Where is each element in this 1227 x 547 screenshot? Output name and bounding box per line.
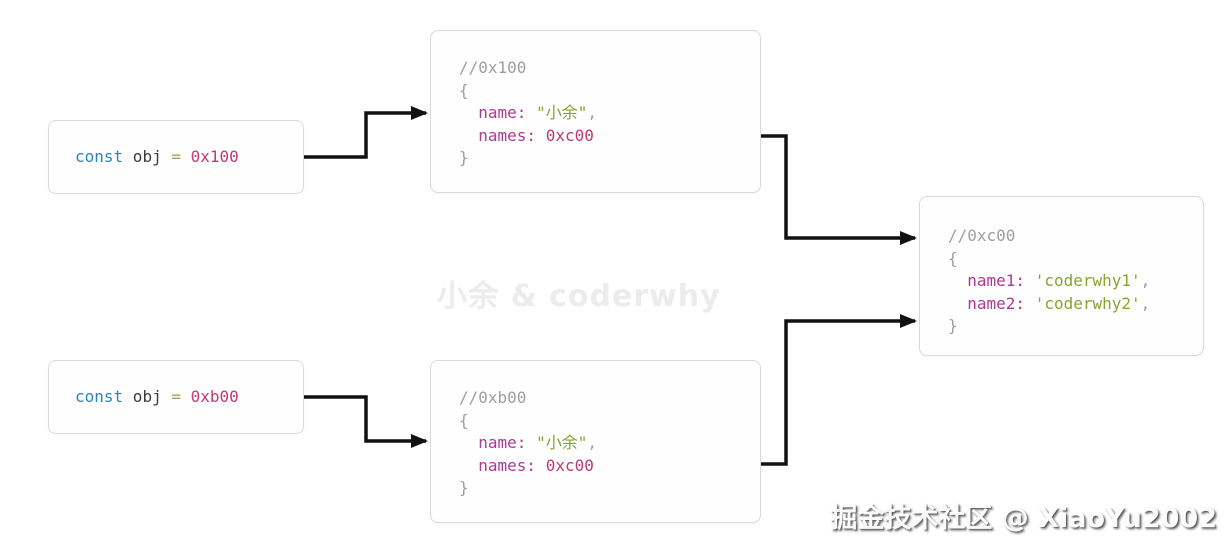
box-const-obj-0xb00: const obj = 0xb00 xyxy=(48,360,304,434)
arrow-var2-to-heap-0xb00 xyxy=(304,395,428,448)
box-heap-object-0xc00: //0xc00{ name1: 'coderwhy1', name2: 'cod… xyxy=(919,196,1204,356)
box-const-obj-0x100: const obj = 0x100 xyxy=(48,120,304,194)
corner-watermark: 掘金技术社区 @ XiaoYu2002 xyxy=(830,503,1217,534)
center-watermark: 小余 & coderwhy xyxy=(437,279,721,314)
box-heap-object-0xb00: //0xb00{ name: "小余", names: 0xc00} xyxy=(430,360,761,523)
arrow-var1-to-heap-0x100 xyxy=(304,106,428,159)
box-heap-object-0x100: //0x100{ name: "小余", names: 0xc00} xyxy=(430,30,761,193)
